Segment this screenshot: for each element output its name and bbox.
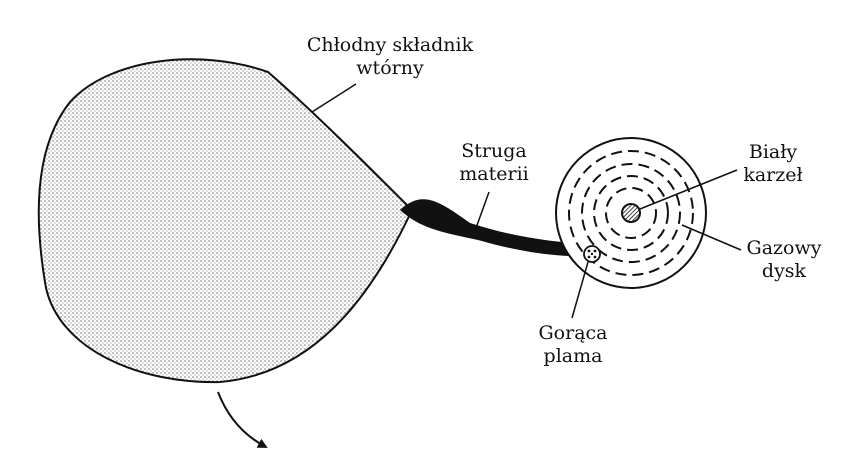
label-white-dwarf: Biały karzeł bbox=[736, 141, 810, 187]
leader-secondary bbox=[312, 84, 356, 112]
label-matter-stream: Struga materii bbox=[452, 140, 536, 186]
label-disk-line1: Gazowy bbox=[738, 237, 830, 260]
label-secondary-line1: Chłodny składnik bbox=[305, 34, 475, 57]
label-white-dwarf-line1: Biały bbox=[736, 141, 810, 164]
label-stream-line1: Struga bbox=[452, 140, 536, 163]
leader-stream bbox=[476, 192, 489, 228]
leader-hot-spot bbox=[572, 262, 588, 318]
label-hot-spot-line1: Gorąca bbox=[526, 322, 620, 345]
label-disk-line2: dysk bbox=[738, 260, 830, 283]
label-hot-spot-line2: plama bbox=[526, 345, 620, 368]
white-dwarf bbox=[622, 204, 640, 222]
label-hot-spot: Gorąca plama bbox=[526, 322, 620, 368]
label-secondary-star: Chłodny składnik wtórny bbox=[305, 34, 475, 80]
label-white-dwarf-line2: karzeł bbox=[736, 164, 810, 187]
label-stream-line2: materii bbox=[452, 163, 536, 186]
label-secondary-line2: wtórny bbox=[305, 57, 475, 80]
orbit-arrow bbox=[218, 392, 266, 447]
secondary-star bbox=[39, 59, 412, 382]
hot-spot bbox=[584, 246, 600, 262]
label-gas-disk: Gazowy dysk bbox=[738, 237, 830, 283]
